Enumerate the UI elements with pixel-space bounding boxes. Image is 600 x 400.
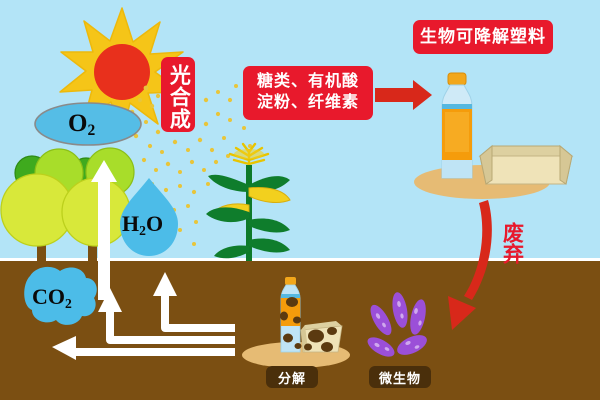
bioplastic-label: 生物可降解塑料: [413, 20, 553, 54]
h2o-label: H2O: [122, 211, 164, 238]
sugars-label: 糖类、有机酸 淀粉、纤维素: [243, 66, 373, 120]
decompose-label: 分解: [266, 366, 318, 388]
o2-label: O2: [68, 110, 96, 139]
photosynthesis-label: 光合成: [161, 57, 195, 132]
ground-surface-line: [0, 258, 600, 261]
co2-label: CO2: [32, 284, 72, 311]
microorganism-label: 微生物: [369, 366, 431, 388]
sugars-line-2: 淀粉、纤维素: [256, 94, 359, 111]
sugars-line-1: 糖类、有机酸: [256, 73, 359, 91]
discard-label: 废弃: [500, 222, 524, 264]
